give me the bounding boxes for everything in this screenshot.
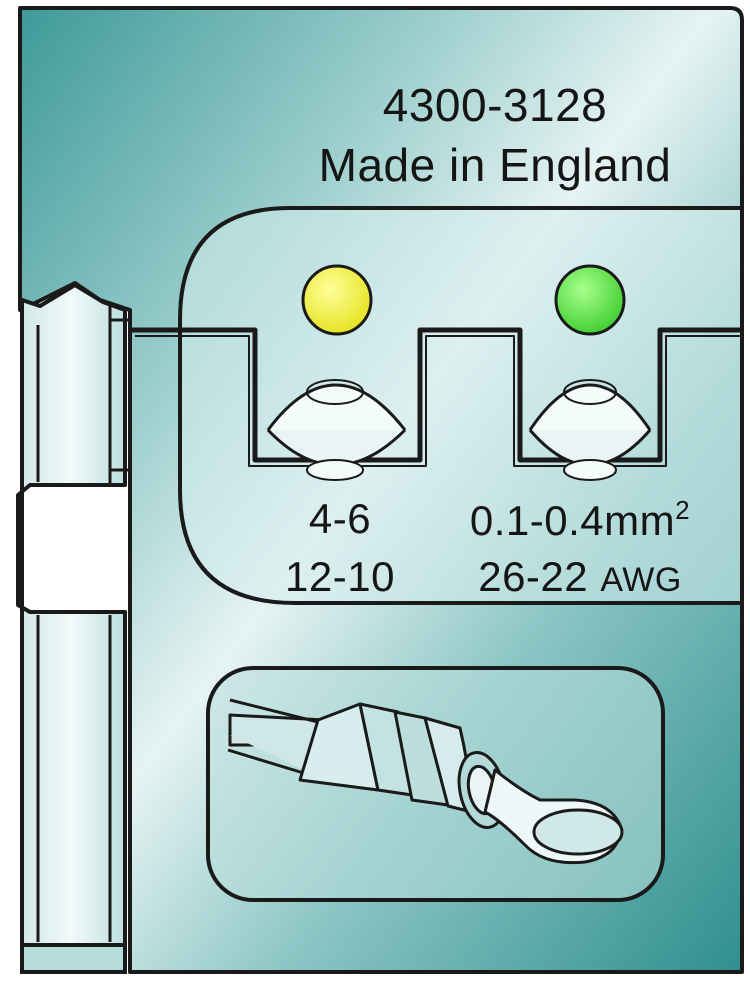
crimp-nest-right (528, 379, 652, 481)
metric-range-right: 0.1-0.4mm2 (430, 495, 730, 545)
awg-range-right: 26-22 AWG (430, 553, 730, 601)
metric-range-right-value: 0.1-0.4mm (469, 497, 676, 544)
color-dot-yellow (301, 264, 373, 336)
stem-foot (20, 943, 127, 974)
part-number: 4300-3128 (382, 79, 608, 131)
metric-range-left: 4-6 (308, 495, 372, 542)
awg-range-left: 12-10 (285, 553, 395, 600)
mounting-stem (16, 283, 127, 947)
metric-range-right-exponent: 2 (675, 495, 691, 525)
awg-range-right-value: 26-22 (478, 553, 589, 600)
awg-unit-label: AWG (600, 561, 682, 599)
crimp-nest-left (266, 379, 407, 481)
color-dot-green (554, 264, 626, 336)
crimp-profile (130, 327, 742, 463)
origin-label: Made in England (318, 139, 672, 191)
ring-terminal-icon (227, 698, 624, 865)
